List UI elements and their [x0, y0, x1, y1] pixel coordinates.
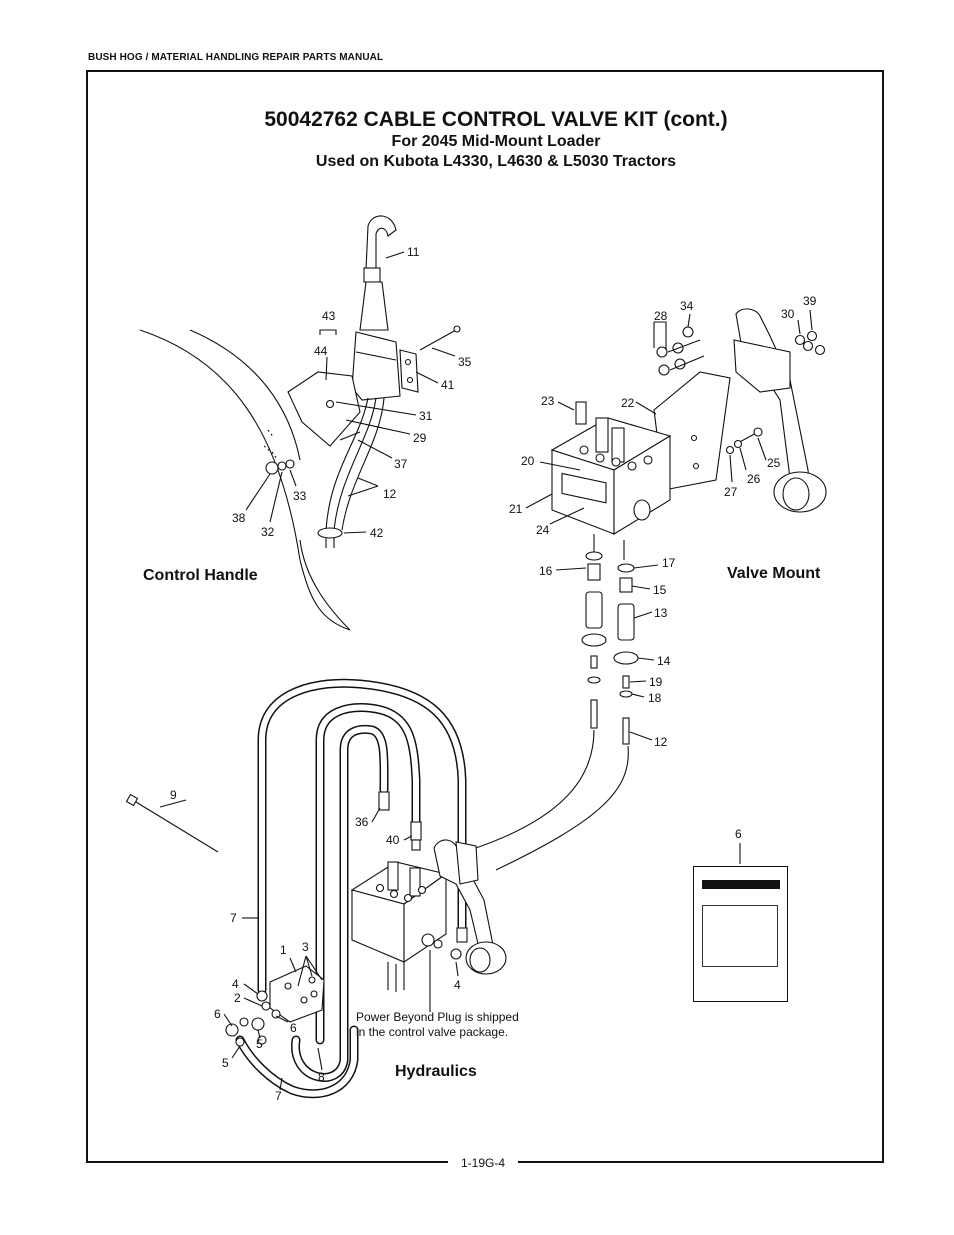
hydraulic-hoses [235, 678, 467, 1099]
hydraulics-leaders [223, 807, 741, 1091]
callout-41: 41 [441, 378, 455, 392]
page-subtitle-tractors: Used on Kubota L4330, L4630 & L5030 Trac… [315, 153, 677, 170]
callout-1: 1 [280, 943, 287, 957]
callout-6-left: 6 [214, 1007, 221, 1021]
callout-25: 25 [767, 456, 781, 470]
title-block: 50042762 CABLE CONTROL VALVE KIT (cont.)… [86, 108, 906, 172]
callout-23: 23 [541, 394, 555, 408]
callout-6-decal: 6 [735, 827, 742, 841]
callout-35: 35 [458, 355, 472, 369]
callout-7-lower: 7 [275, 1089, 282, 1103]
callout-4-left: 4 [232, 977, 239, 991]
callout-17: 17 [662, 556, 676, 570]
section-label-control-handle: Control Handle [143, 567, 258, 584]
decal-diagram-box [702, 905, 778, 967]
callout-20: 20 [521, 454, 535, 468]
callout-28: 28 [654, 309, 668, 323]
cable-tie [125, 793, 219, 853]
callout-40: 40 [386, 833, 400, 847]
callout-4-right: 4 [454, 978, 461, 992]
callout-16: 16 [539, 564, 553, 578]
section-label-valve-mount: Valve Mount [727, 565, 821, 582]
callout-8: 8 [318, 1070, 325, 1084]
callout-5-right: 5 [256, 1037, 263, 1051]
callout-18: 18 [648, 691, 662, 705]
callout-27: 27 [724, 485, 738, 499]
manual-header: BUSH HOG / MATERIAL HANDLING REPAIR PART… [88, 52, 384, 63]
callout-30: 30 [781, 307, 795, 321]
control-handle-assembly [265, 215, 461, 548]
callout-43: 43 [322, 309, 336, 323]
callout-7-upper: 7 [230, 911, 237, 925]
flow-divider [225, 965, 325, 1047]
callout-29: 29 [413, 431, 427, 445]
callout-24: 24 [536, 523, 550, 537]
valve-mount-assembly [469, 308, 827, 871]
callout-32: 32 [261, 525, 275, 539]
callout-38: 38 [232, 511, 246, 525]
callout-19: 19 [649, 675, 663, 689]
callout-34: 34 [680, 299, 694, 313]
decal-header-bar [702, 880, 780, 889]
callout-5-left: 5 [222, 1056, 229, 1070]
callout-39: 39 [803, 294, 817, 308]
callout-15: 15 [653, 583, 667, 597]
callout-36: 36 [355, 815, 369, 829]
valve-mount-leaders [525, 309, 813, 741]
decal-part-6 [693, 866, 788, 1002]
power-beyond-note: Power Beyond Plug is shipped in the cont… [356, 1010, 556, 1040]
callout-9: 9 [170, 788, 177, 802]
callout-14: 14 [657, 654, 671, 668]
hydraulic-valve [350, 791, 507, 992]
callout-37: 37 [394, 457, 408, 471]
control-handle-leaders [245, 251, 456, 534]
page-subtitle-model: For 2045 Mid-Mount Loader [391, 133, 601, 150]
callout-22: 22 [621, 396, 635, 410]
page-title: 50042762 CABLE CONTROL VALVE KIT (cont.) [264, 108, 728, 131]
callout-numbers: 11 43 44 35 41 31 29 37 12 33 38 32 42 2… [170, 245, 817, 1103]
fender-outline [139, 329, 351, 631]
callout-13: 13 [654, 606, 668, 620]
page-number: 1-19G-4 [448, 1156, 518, 1170]
callout-3: 3 [302, 940, 309, 954]
callout-26: 26 [747, 472, 761, 486]
callout-12-handle: 12 [383, 487, 397, 501]
callout-11: 11 [407, 245, 420, 259]
callout-6-right: 6 [290, 1021, 297, 1035]
callout-44: 44 [314, 344, 328, 358]
section-label-hydraulics: Hydraulics [395, 1063, 477, 1080]
callout-31: 31 [419, 409, 433, 423]
callout-12-valve: 12 [654, 735, 668, 749]
power-beyond-note-line2: in the control valve package. [356, 1025, 509, 1039]
callout-33: 33 [293, 489, 307, 503]
callout-2: 2 [234, 991, 241, 1005]
callout-42: 42 [370, 526, 384, 540]
callout-21: 21 [509, 502, 523, 516]
power-beyond-note-line1: Power Beyond Plug is shipped [356, 1010, 519, 1024]
